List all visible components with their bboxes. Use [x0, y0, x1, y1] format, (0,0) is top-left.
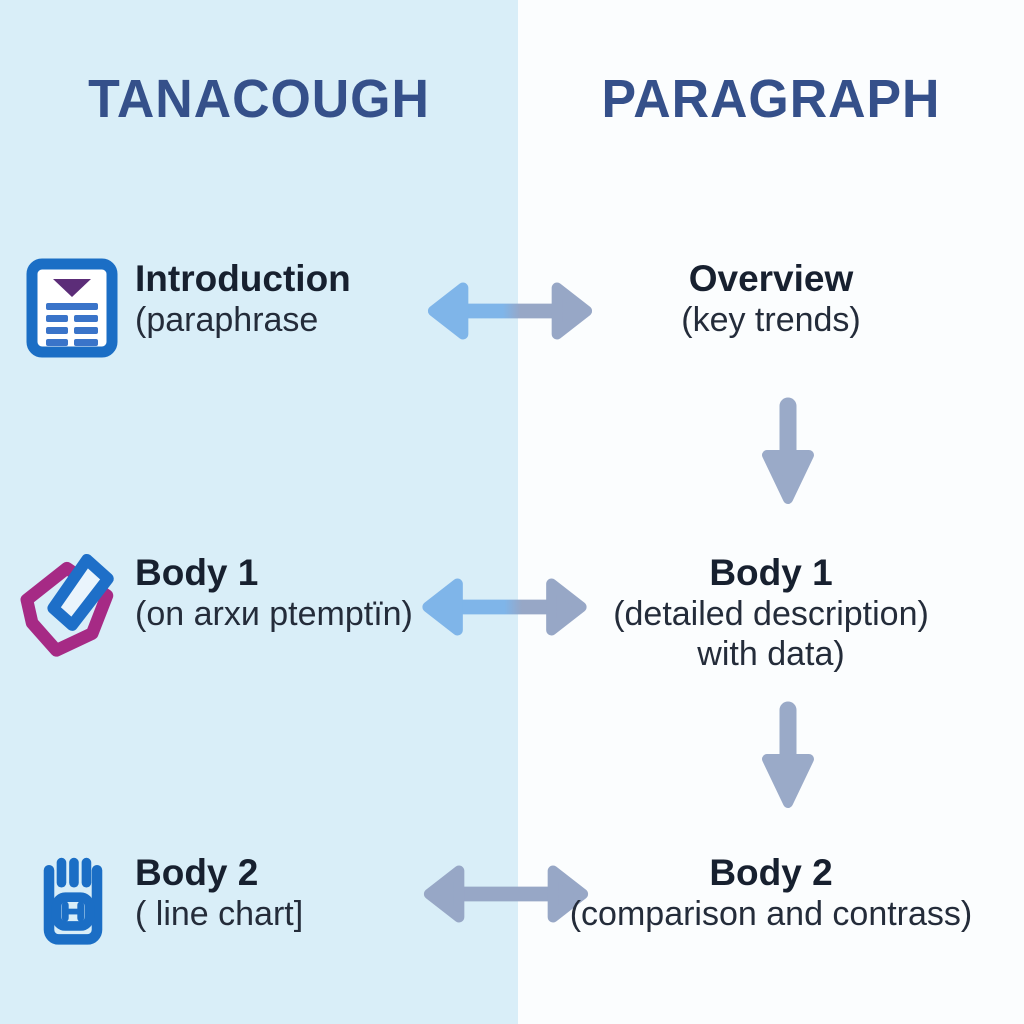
- row2-right-heading: Body 1: [709, 552, 833, 593]
- notebook-icon: [25, 848, 121, 954]
- row1-left-subtext: (paraphrase: [135, 301, 319, 339]
- row2-right-subtext-line2: with data): [697, 635, 845, 673]
- row1-right-heading: Overview: [688, 258, 854, 299]
- row3-left-subtext: ( line chart]: [135, 895, 304, 933]
- down-arrow-icon: [760, 700, 816, 812]
- row2-right-subtext: (detailed description): [613, 595, 929, 633]
- document-icon: [22, 256, 122, 360]
- right-panel-background: [518, 0, 1024, 1024]
- left-column-title: TANACOUGH: [88, 69, 430, 129]
- row1-left-heading: Introduction: [135, 258, 351, 299]
- row1-double-arrow-icon: [410, 278, 610, 344]
- row3-double-arrow-icon: [410, 861, 602, 927]
- badge-check-icon: [10, 545, 128, 663]
- row3-right-heading: Body 2: [709, 852, 833, 893]
- row3-right-subtext: (comparison and contrass): [569, 895, 973, 933]
- row2-double-arrow-icon: [406, 574, 603, 640]
- row3-left-heading: Body 2: [135, 852, 259, 893]
- row2-left-heading: Body 1: [135, 552, 259, 593]
- down-arrow-icon: [760, 396, 816, 508]
- left-panel-background: [0, 0, 518, 1024]
- row1-right-subtext: (key trends): [681, 301, 861, 339]
- row2-left-subtext: (on arxи ptemptïn): [135, 595, 413, 633]
- right-column-title: PARAGRAPH: [601, 69, 941, 129]
